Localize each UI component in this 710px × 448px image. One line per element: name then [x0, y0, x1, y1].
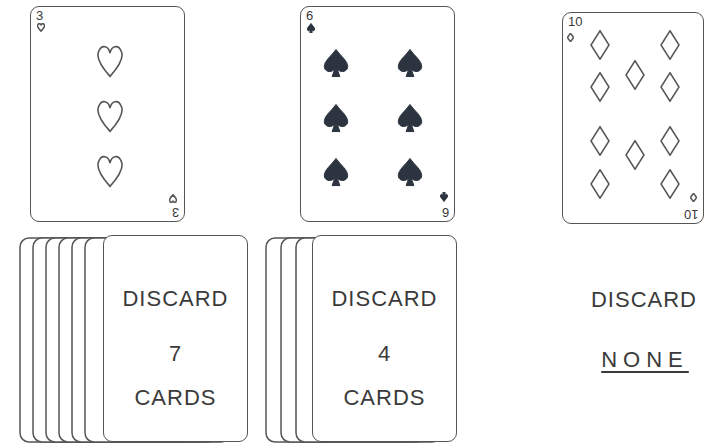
diamond-pip	[690, 193, 696, 202]
spade-pip	[398, 104, 421, 131]
discard-text: CARDS	[104, 385, 247, 411]
spade-pip	[440, 192, 447, 201]
playing-card: 33	[30, 6, 185, 222]
diamond-pip	[591, 170, 609, 199]
heart-pip	[98, 157, 122, 187]
spade-pip	[398, 49, 421, 76]
discard-label: DISCARD	[591, 287, 697, 313]
discard-text: CARDS	[313, 385, 456, 411]
spade-pip	[324, 104, 347, 131]
diamond-pip	[567, 33, 573, 42]
discard-card: DISCARD 4CARDS	[312, 235, 457, 442]
diamond-pip	[591, 73, 609, 102]
discard-text: DISCARD	[104, 286, 247, 312]
diamond-pip	[591, 127, 609, 156]
discard-text: DISCARD	[313, 286, 456, 312]
diamond-pip	[661, 31, 679, 60]
playing-card: 10 10	[562, 12, 704, 224]
heart-pip	[98, 102, 122, 132]
discard-text: 4	[313, 341, 456, 367]
diamond-pip	[661, 73, 679, 102]
heart-pip	[170, 195, 177, 202]
diamond-pip	[591, 31, 609, 60]
spade-pip	[324, 158, 347, 185]
playing-card: 66	[300, 6, 455, 222]
spade-pip	[398, 158, 421, 185]
discard-card: DISCARD 7CARDS	[103, 235, 248, 442]
card-index: 6	[442, 205, 449, 219]
heart-pip	[98, 47, 122, 77]
card-index: 10	[568, 15, 582, 29]
card-index: 3	[36, 9, 43, 23]
card-index: 10	[684, 207, 698, 221]
discard-text: 7	[104, 341, 247, 367]
heart-pip	[38, 24, 45, 31]
spade-pip	[324, 49, 347, 76]
card-index: 6	[306, 9, 313, 23]
underlined-label: NONE	[601, 347, 689, 373]
spade-pip	[307, 23, 314, 32]
diamond-pip	[661, 127, 679, 156]
diamond-pip	[626, 141, 644, 170]
diamond-pip	[626, 61, 644, 90]
diamond-pip	[661, 170, 679, 199]
card-index: 3	[172, 205, 179, 219]
